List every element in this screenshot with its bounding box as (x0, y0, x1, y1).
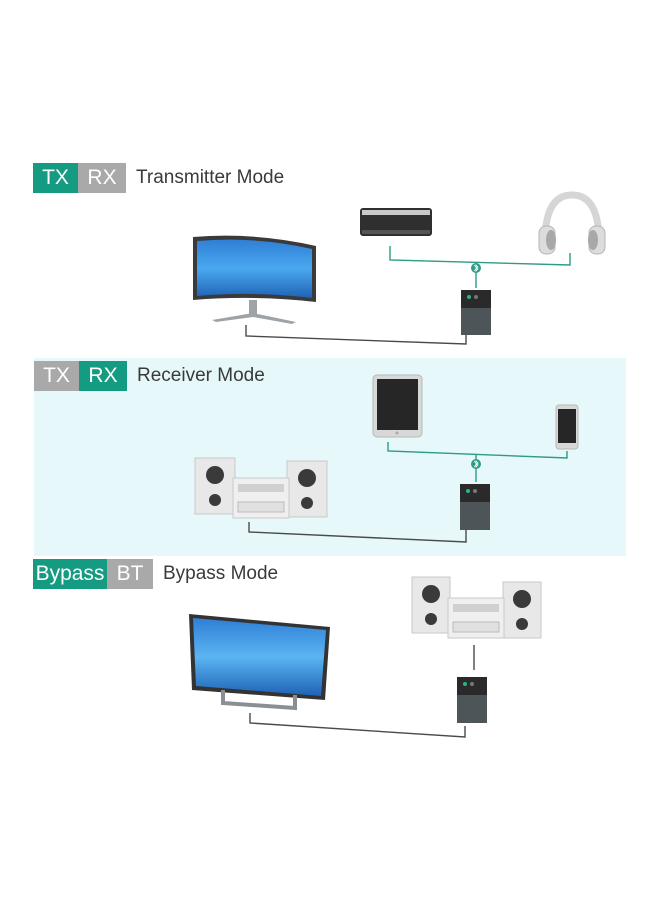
tablet-icon (372, 374, 423, 438)
transmitter-diagram (193, 191, 606, 345)
audio-cable (248, 522, 467, 543)
mode-header: Bypass BT Bypass Mode (33, 559, 278, 589)
stereo-system-icon (194, 457, 328, 519)
rx-tag: RX (78, 163, 126, 193)
adapter-icon (461, 290, 491, 335)
bluetooth-icon (471, 459, 481, 469)
mode-label: Transmitter Mode (136, 167, 285, 188)
mode-label: Receiver Mode (137, 365, 265, 386)
mode-header: TX RX Transmitter Mode (33, 163, 284, 193)
transmitter-mode-section: TX RX Transmitter Mode (0, 150, 660, 355)
headphones-icon (538, 191, 606, 255)
mode-label: Bypass Mode (163, 563, 279, 584)
bypass-tag: Bypass (33, 559, 107, 589)
receiver-diagram (194, 374, 579, 543)
adapter-icon (460, 484, 490, 530)
audio-cable (249, 713, 466, 738)
tx-tag: TX (33, 163, 78, 193)
bypass-diagram (189, 576, 542, 738)
tv-icon (189, 614, 330, 711)
audio-cable (245, 325, 467, 345)
phone-icon (555, 404, 579, 450)
adapter-icon (457, 677, 487, 723)
curved-monitor-icon (193, 235, 316, 324)
rx-tag: RX (79, 361, 127, 391)
tx-tag: TX (34, 361, 79, 391)
bypass-mode-section: Bypass BT Bypass Mode (0, 556, 660, 756)
bluetooth-icon (471, 263, 481, 273)
soundbar-icon (360, 208, 432, 236)
bt-tag: BT (107, 559, 153, 589)
receiver-mode-section: TX RX Receiver Mode (34, 358, 626, 556)
mode-header: TX RX Receiver Mode (34, 361, 265, 391)
stereo-system-icon (411, 576, 542, 639)
